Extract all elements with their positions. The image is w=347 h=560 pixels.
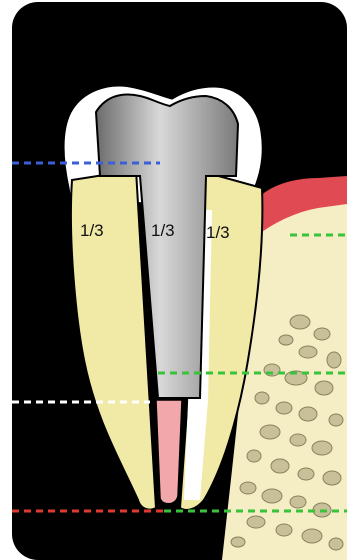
right-third-label: 1/3 [206,223,230,242]
middle-third-label: 1/3 [151,221,175,240]
gutta-percha [156,400,182,504]
left-third-label: 1/3 [80,221,104,240]
